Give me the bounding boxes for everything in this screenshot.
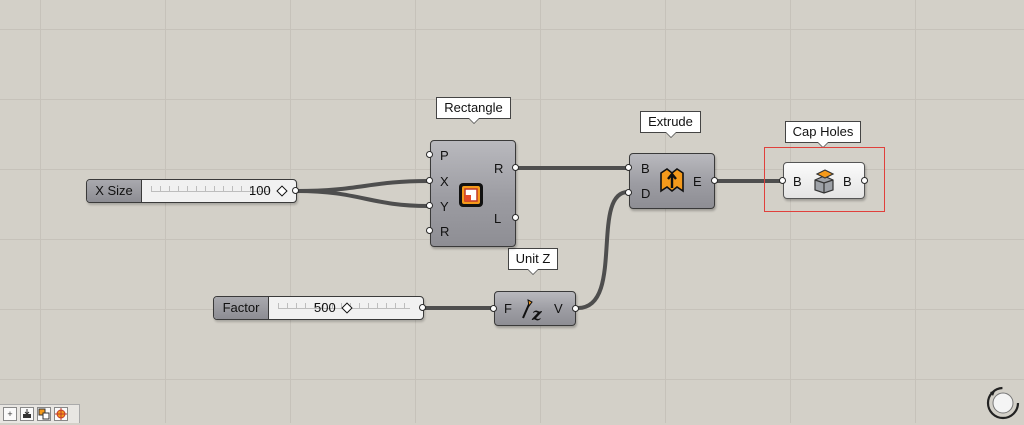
- x-size-slider[interactable]: X Size 100: [86, 179, 299, 203]
- preview-icon[interactable]: [37, 407, 51, 421]
- input-grip-x[interactable]: [426, 177, 433, 184]
- slider-value: 100: [249, 183, 271, 198]
- output-label-b: B: [843, 174, 852, 189]
- bake-icon[interactable]: [20, 407, 34, 421]
- wire-xsize-to-x: [295, 179, 430, 193]
- navigation-compass-icon[interactable]: [986, 386, 1020, 420]
- input-label-p: P: [440, 148, 449, 163]
- slider-value: 500: [314, 300, 336, 315]
- input-grip-b[interactable]: [625, 164, 632, 171]
- input-label-r: R: [440, 224, 450, 239]
- input-label-d: D: [641, 186, 651, 201]
- output-label-r: R: [494, 161, 504, 176]
- factor-slider[interactable]: Factor 500: [213, 296, 426, 320]
- cap-holes-highlight: [764, 147, 885, 212]
- wire-xsize-to-y: [295, 189, 430, 208]
- unit-z-tooltip: Unit Z: [508, 248, 558, 275]
- input-grip-y[interactable]: [426, 202, 433, 209]
- rectangle-tooltip: Rectangle: [436, 97, 511, 124]
- extrude-icon: [658, 167, 686, 200]
- canvas-toolbar: +: [0, 404, 80, 423]
- output-grip-l[interactable]: [512, 214, 519, 221]
- slider-label: X Size: [87, 180, 142, 202]
- input-label-b: B: [793, 174, 802, 189]
- output-grip[interactable]: [419, 304, 426, 311]
- rectangle-component[interactable]: P X Y R R L: [426, 140, 519, 247]
- input-label-f: F: [504, 301, 512, 316]
- unit-z-component[interactable]: F V z: [490, 291, 579, 327]
- unit-z-icon: z: [519, 296, 545, 327]
- extrude-component[interactable]: B D E: [625, 153, 718, 209]
- output-grip[interactable]: [292, 187, 299, 194]
- input-grip-r[interactable]: [426, 227, 433, 234]
- input-label-y: Y: [440, 199, 449, 214]
- svg-text:z: z: [531, 305, 542, 322]
- input-label-b: B: [641, 161, 650, 176]
- slider-track[interactable]: [151, 186, 269, 192]
- target-icon[interactable]: [54, 407, 68, 421]
- wire-unitz-to-extrude: [576, 190, 630, 310]
- extrude-tooltip: Extrude: [640, 111, 701, 138]
- output-grip-b[interactable]: [861, 177, 868, 184]
- output-grip-r[interactable]: [512, 164, 519, 171]
- cap-holes-icon: [811, 168, 837, 199]
- output-grip-e[interactable]: [711, 177, 718, 184]
- cap-holes-tooltip: Cap Holes: [785, 121, 861, 148]
- input-grip-f[interactable]: [490, 305, 497, 312]
- cap-holes-component[interactable]: B B: [779, 162, 868, 199]
- input-label-x: X: [440, 174, 449, 189]
- rectangle-icon: [457, 181, 485, 214]
- expand-icon[interactable]: +: [3, 407, 17, 421]
- input-grip-d[interactable]: [625, 189, 632, 196]
- output-label-e: E: [693, 174, 702, 189]
- output-label-l: L: [494, 211, 502, 226]
- input-grip-p[interactable]: [426, 151, 433, 158]
- output-grip-v[interactable]: [572, 305, 579, 312]
- slider-label: Factor: [214, 297, 269, 319]
- input-grip-b[interactable]: [779, 177, 786, 184]
- output-label-v: V: [554, 301, 563, 316]
- slider-handle[interactable]: [276, 185, 288, 197]
